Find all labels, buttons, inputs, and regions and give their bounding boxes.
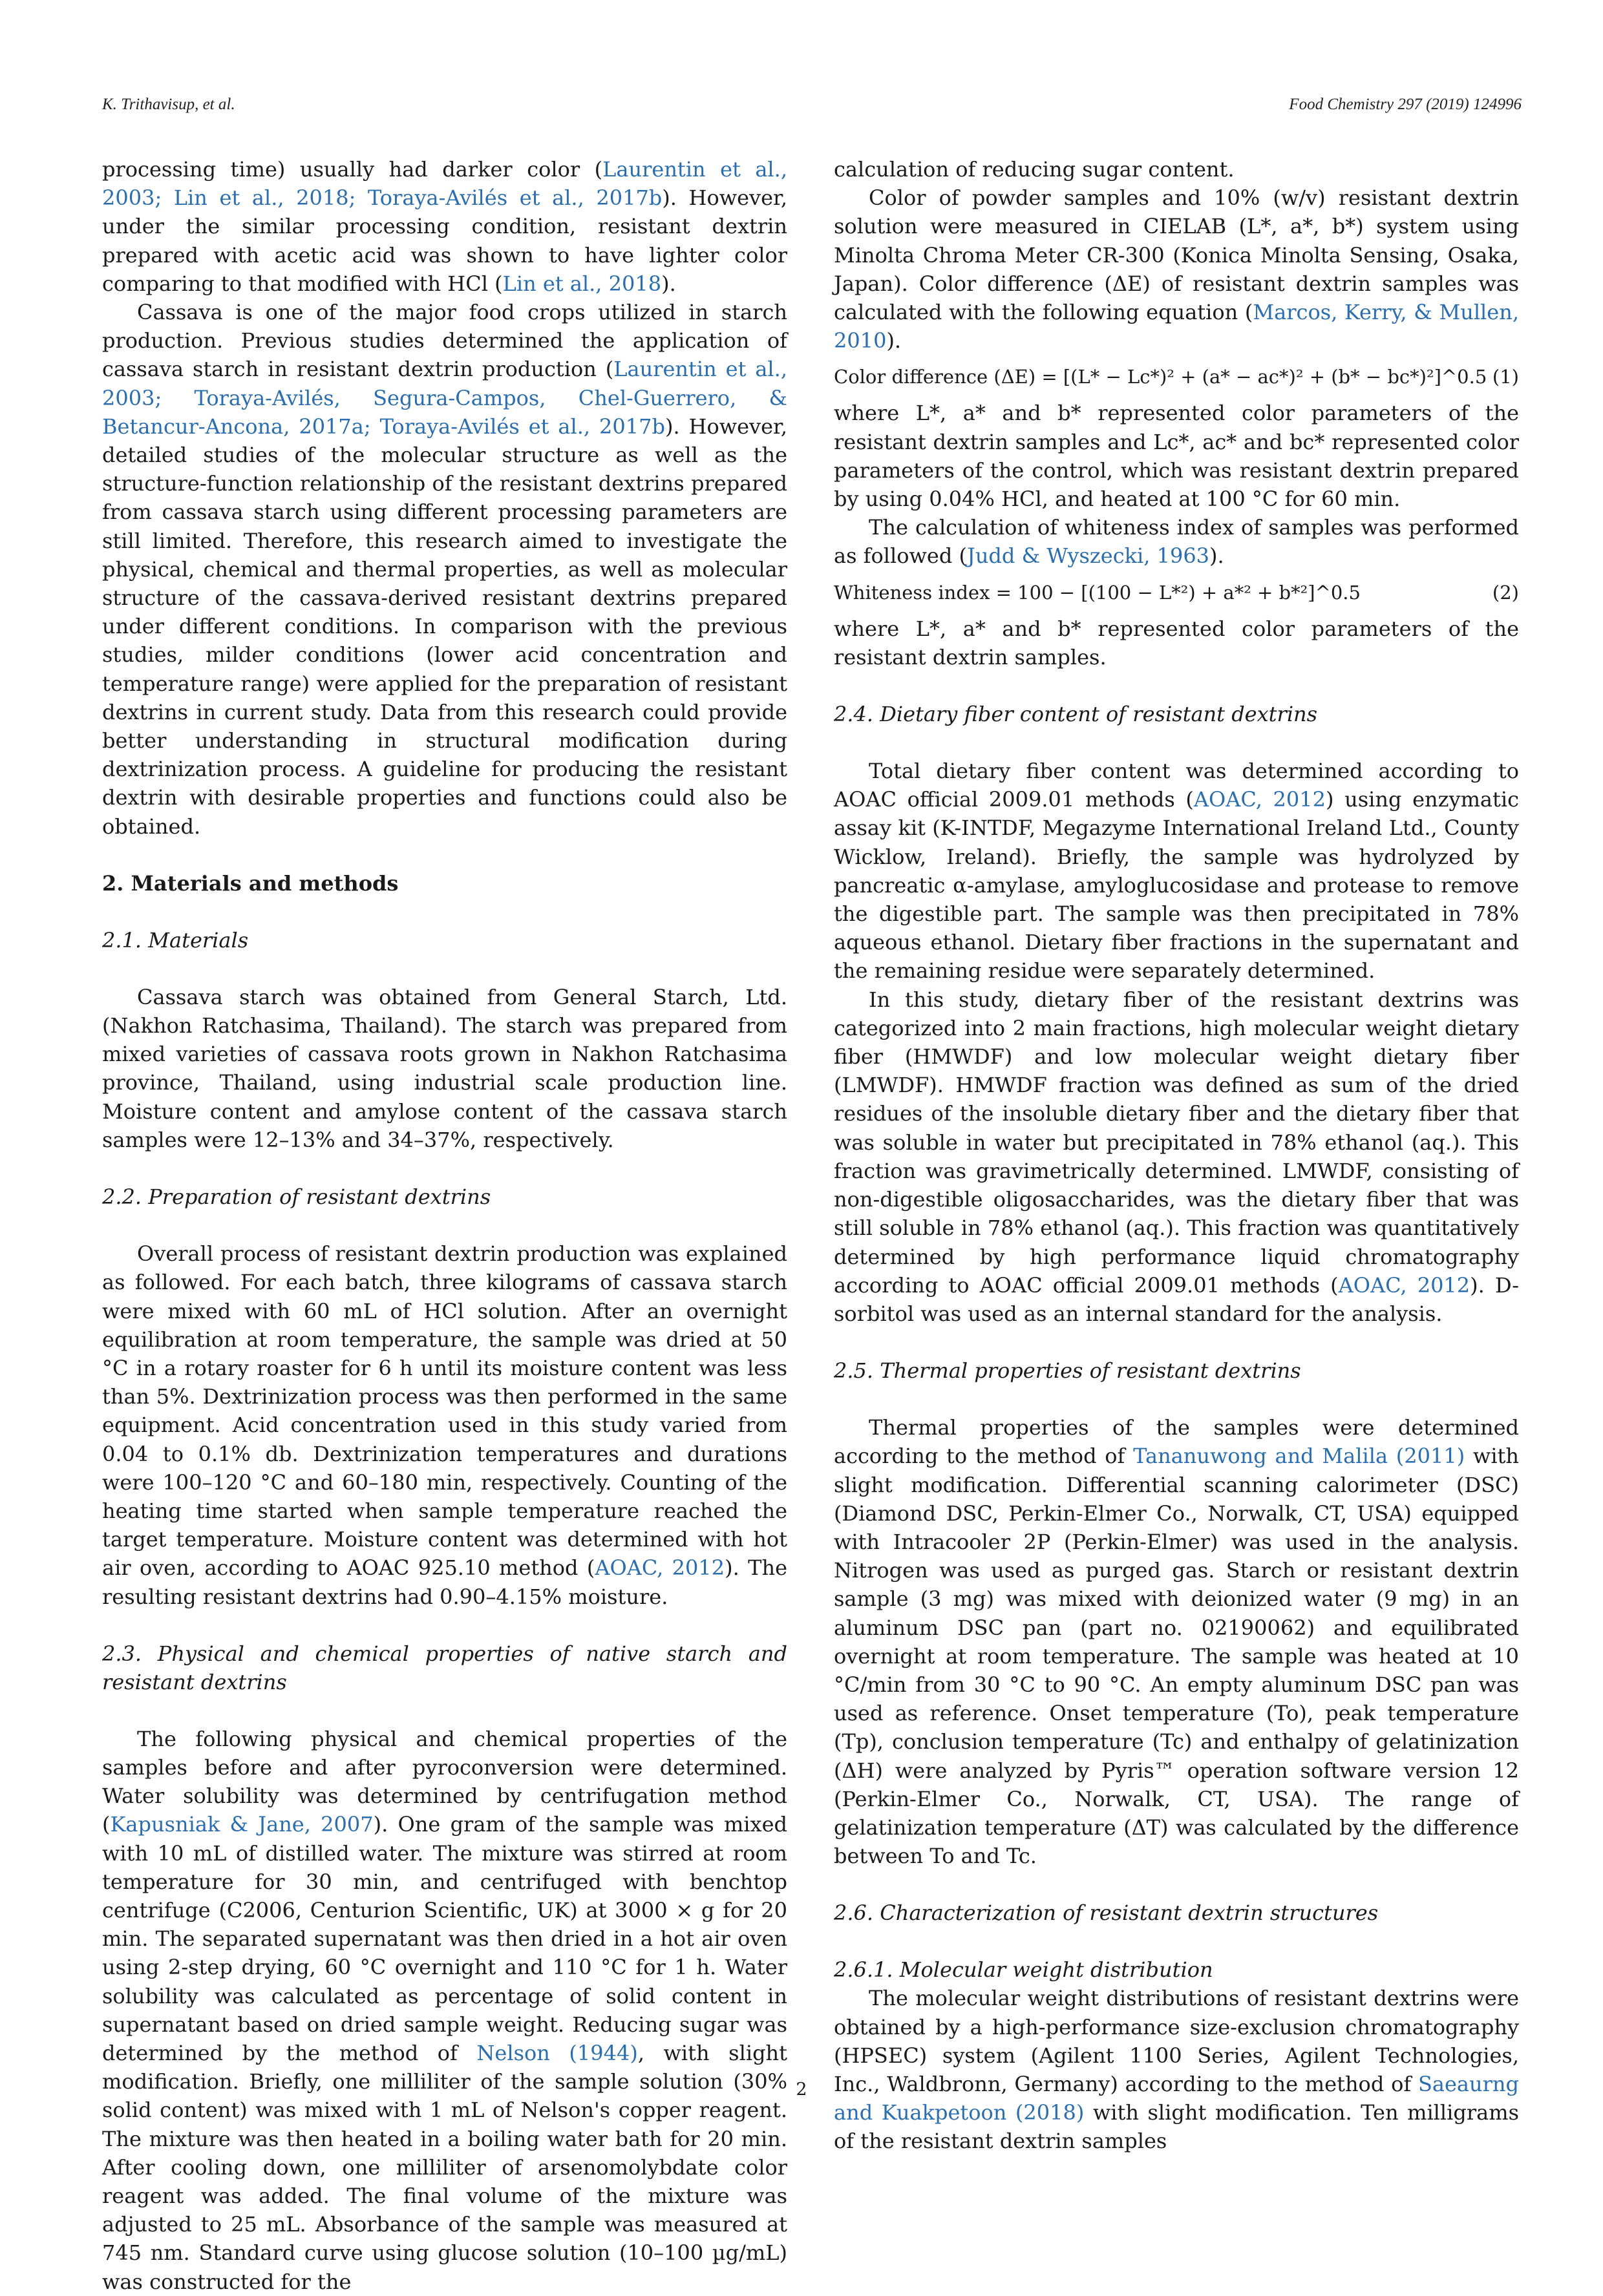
paragraph: calculation of reducing sugar content. <box>834 157 1235 182</box>
paragraph: The molecular weight distributions of re… <box>834 1986 1520 2154</box>
paragraph: The following physical and chemical prop… <box>102 1726 788 2294</box>
paragraph: where L*, a* and b* represented color pa… <box>834 616 1519 669</box>
page-number: 2 <box>796 2080 807 2100</box>
paragraph: Color of powder samples and 10% (w/v) re… <box>834 185 1520 353</box>
subsection-heading: 2.2. Preparation of resistant dextrins <box>102 1185 491 1210</box>
subsection-heading: 2.5. Thermal properties of resistant dex… <box>834 1358 1301 1384</box>
running-header-authors: K. Trithavisup, et al. <box>102 96 235 113</box>
paragraph: Total dietary fiber content was determin… <box>834 759 1520 984</box>
citation-link[interactable]: AOAC, 2012 <box>595 1555 725 1581</box>
equation-body: Color difference (ΔE) = [(L* − Lc*)² + (… <box>834 366 1487 388</box>
equation-color-difference: Color difference (ΔE) = [(L* − Lc*)² + (… <box>834 363 1519 391</box>
left-column: processing time) usually had darker colo… <box>102 155 787 2296</box>
paragraph: In this study, dietary fiber of the resi… <box>834 987 1520 1326</box>
subsection-heading: 2.4. Dietary fiber content of resistant … <box>834 702 1318 727</box>
citation-link[interactable]: Nelson (1944) <box>476 2040 638 2065</box>
paragraph: The calculation of whiteness index of sa… <box>834 515 1519 569</box>
equation-body: Whiteness index = 100 − [(100 − L*²) + a… <box>834 581 1361 604</box>
paragraph: Cassava starch was obtained from General… <box>102 984 787 1152</box>
citation-link[interactable]: AOAC, 2012 <box>1338 1272 1470 1298</box>
paragraph: processing time) usually had darker colo… <box>102 157 788 296</box>
subsubsection-heading: 2.6.1. Molecular weight distribution <box>834 1957 1213 1983</box>
citation-link[interactable]: Tananuwong and Malila (2011) <box>1133 1444 1465 1469</box>
citation-link[interactable]: Laurentin et al., 2003; Toraya-Avilés, S… <box>102 357 787 439</box>
paragraph: Thermal properties of the samples were d… <box>834 1415 1520 1869</box>
paragraph: where L*, a* and b* represented color pa… <box>834 401 1519 512</box>
citation-link[interactable]: Saeaurng and Kuakpetoon (2018) <box>834 2071 1519 2125</box>
citation-link[interactable]: Kapusniak & Jane, 2007 <box>110 1812 374 1837</box>
subsection-heading: 2.6. Characterization of resistant dextr… <box>834 1901 1379 1926</box>
running-header-journal: Food Chemistry 297 (2019) 124996 <box>1289 96 1522 113</box>
citation-link[interactable]: Lin et al., 2018 <box>502 271 662 296</box>
citation-link[interactable]: Marcos, Kerry, & Mullen, 2010 <box>834 300 1520 353</box>
paragraph: Overall process of resistant dextrin pro… <box>102 1241 788 1609</box>
equation-number: (1) <box>1492 366 1519 388</box>
citation-link[interactable]: Laurentin et al., 2003; Lin et al., 2018… <box>102 157 788 211</box>
equation-number: (2) <box>1492 581 1519 604</box>
subsection-heading: 2.3. Physical and chemical properties of… <box>102 1641 787 1694</box>
citation-link[interactable]: AOAC, 2012 <box>1193 787 1326 812</box>
section-heading: 2. Materials and methods <box>102 870 399 896</box>
paragraph: Cassava is one of the major food crops u… <box>102 300 788 839</box>
citation-link[interactable]: Judd & Wyszecki, 1963 <box>966 543 1210 569</box>
subsection-heading: 2.1. Materials <box>102 927 249 953</box>
right-column: calculation of reducing sugar content. C… <box>834 155 1519 2156</box>
equation-whiteness-index: Whiteness index = 100 − [(100 − L*²) + a… <box>834 578 1519 607</box>
